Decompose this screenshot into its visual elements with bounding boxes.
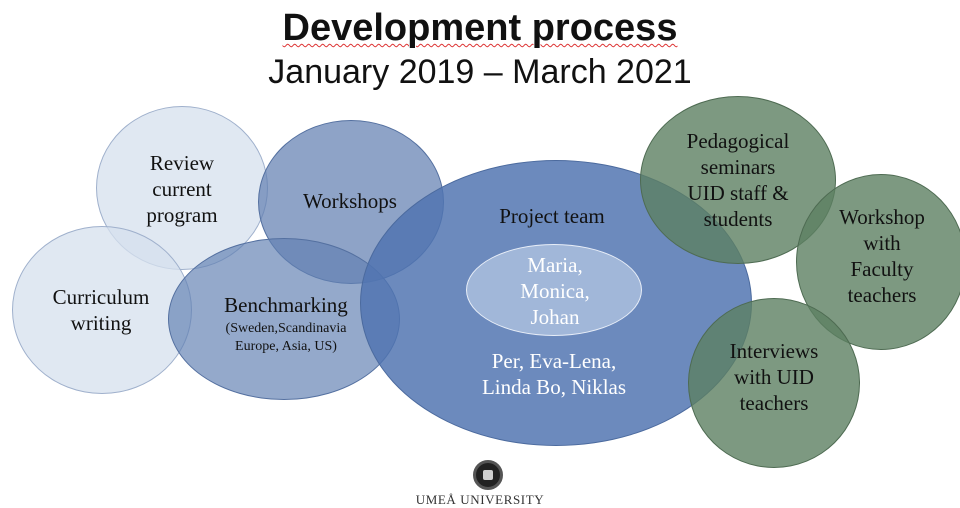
bubble-interviews bbox=[688, 298, 860, 468]
label-workshops: Workshops bbox=[303, 189, 397, 213]
label-pedagogical: Pedagogical seminars UID staff & student… bbox=[686, 129, 790, 231]
label-project-team: Project team bbox=[499, 204, 605, 228]
label-benchmarking: Benchmarking bbox=[224, 293, 348, 317]
label-interviews: Interviews with UID teachers bbox=[729, 339, 819, 415]
label-curriculum: Curriculum writing bbox=[52, 285, 150, 335]
bubble-core-members bbox=[466, 244, 642, 336]
label-review: Review current program bbox=[146, 151, 218, 227]
bubble-curriculum bbox=[12, 226, 192, 394]
umea-university-seal-icon bbox=[473, 460, 503, 490]
diagram-title: Development process bbox=[282, 7, 678, 49]
label-benchmarking-detail: (Sweden,Scandinavia Europe, Asia, US) bbox=[225, 321, 347, 354]
diagram-subtitle: January 2019 – March 2021 bbox=[268, 53, 692, 91]
university-name: UMEÅ UNIVERSITY bbox=[415, 492, 545, 507]
label-faculty: Workshop with Faculty teachers bbox=[839, 205, 925, 307]
label-core-members: Maria, Monica, Johan bbox=[520, 253, 590, 329]
label-other-members: Per, Eva-Lena, Linda Bo, Niklas bbox=[481, 349, 627, 399]
